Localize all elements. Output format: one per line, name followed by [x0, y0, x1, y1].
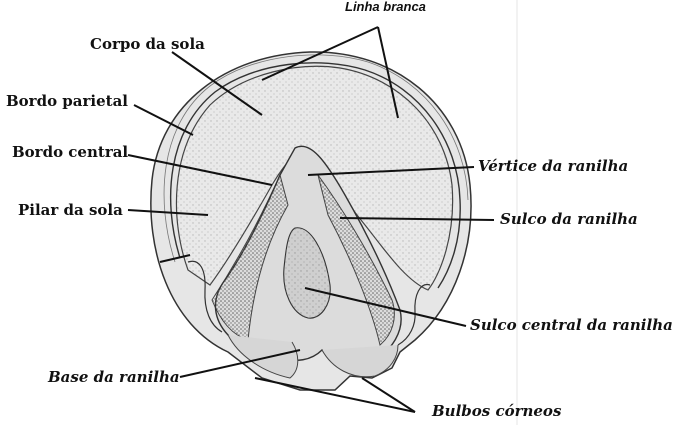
leader-corpo-da-sola: [171, 51, 263, 116]
leader-pilar-da-sola: [127, 209, 209, 216]
leader-pilar-notch: [159, 254, 191, 263]
leader-lines: [127, 26, 495, 413]
leader-base-da-ranilha: [179, 349, 301, 378]
bar-left: [187, 260, 223, 333]
leader-sulco-da-ranilha: [339, 217, 495, 221]
heel-bulb-left: [227, 334, 299, 379]
label-base-da-ranilha: Base da ranilha: [48, 368, 180, 386]
leader-bulbos-a: [254, 377, 416, 413]
label-pilar-da-sola: Pilar da sola: [18, 201, 123, 219]
bar-right: [397, 284, 431, 346]
leader-linha-branca-b: [377, 26, 399, 119]
label-bulbos-corneos: Bulbos córneos: [432, 402, 562, 420]
white-line: [169, 62, 461, 289]
label-bordo-central: Bordo central: [12, 143, 129, 161]
label-bordo-parietal: Bordo parietal: [6, 92, 128, 110]
label-corpo-da-sola: Corpo da sola: [90, 35, 205, 53]
leader-bulbos-b: [361, 377, 416, 413]
leader-bordo-central: [127, 154, 273, 186]
leader-bordo-parietal: [133, 104, 194, 136]
label-sulco-central-da-ranilha: Sulco central da ranilha: [470, 316, 673, 334]
leader-vertice-da-ranilha: [307, 166, 475, 176]
leader-linha-branca-a: [261, 26, 379, 81]
leader-sulco-central: [304, 287, 467, 327]
label-linha-branca: Linha branca: [345, 0, 426, 14]
label-sulco-da-ranilha: Sulco da ranilha: [500, 210, 638, 228]
frog-groove-right: [317, 174, 395, 346]
heel-bulb-right: [321, 344, 399, 378]
frog-groove-left: [211, 173, 289, 341]
label-vertice-da-ranilha: Vértice da ranilha: [478, 157, 629, 175]
